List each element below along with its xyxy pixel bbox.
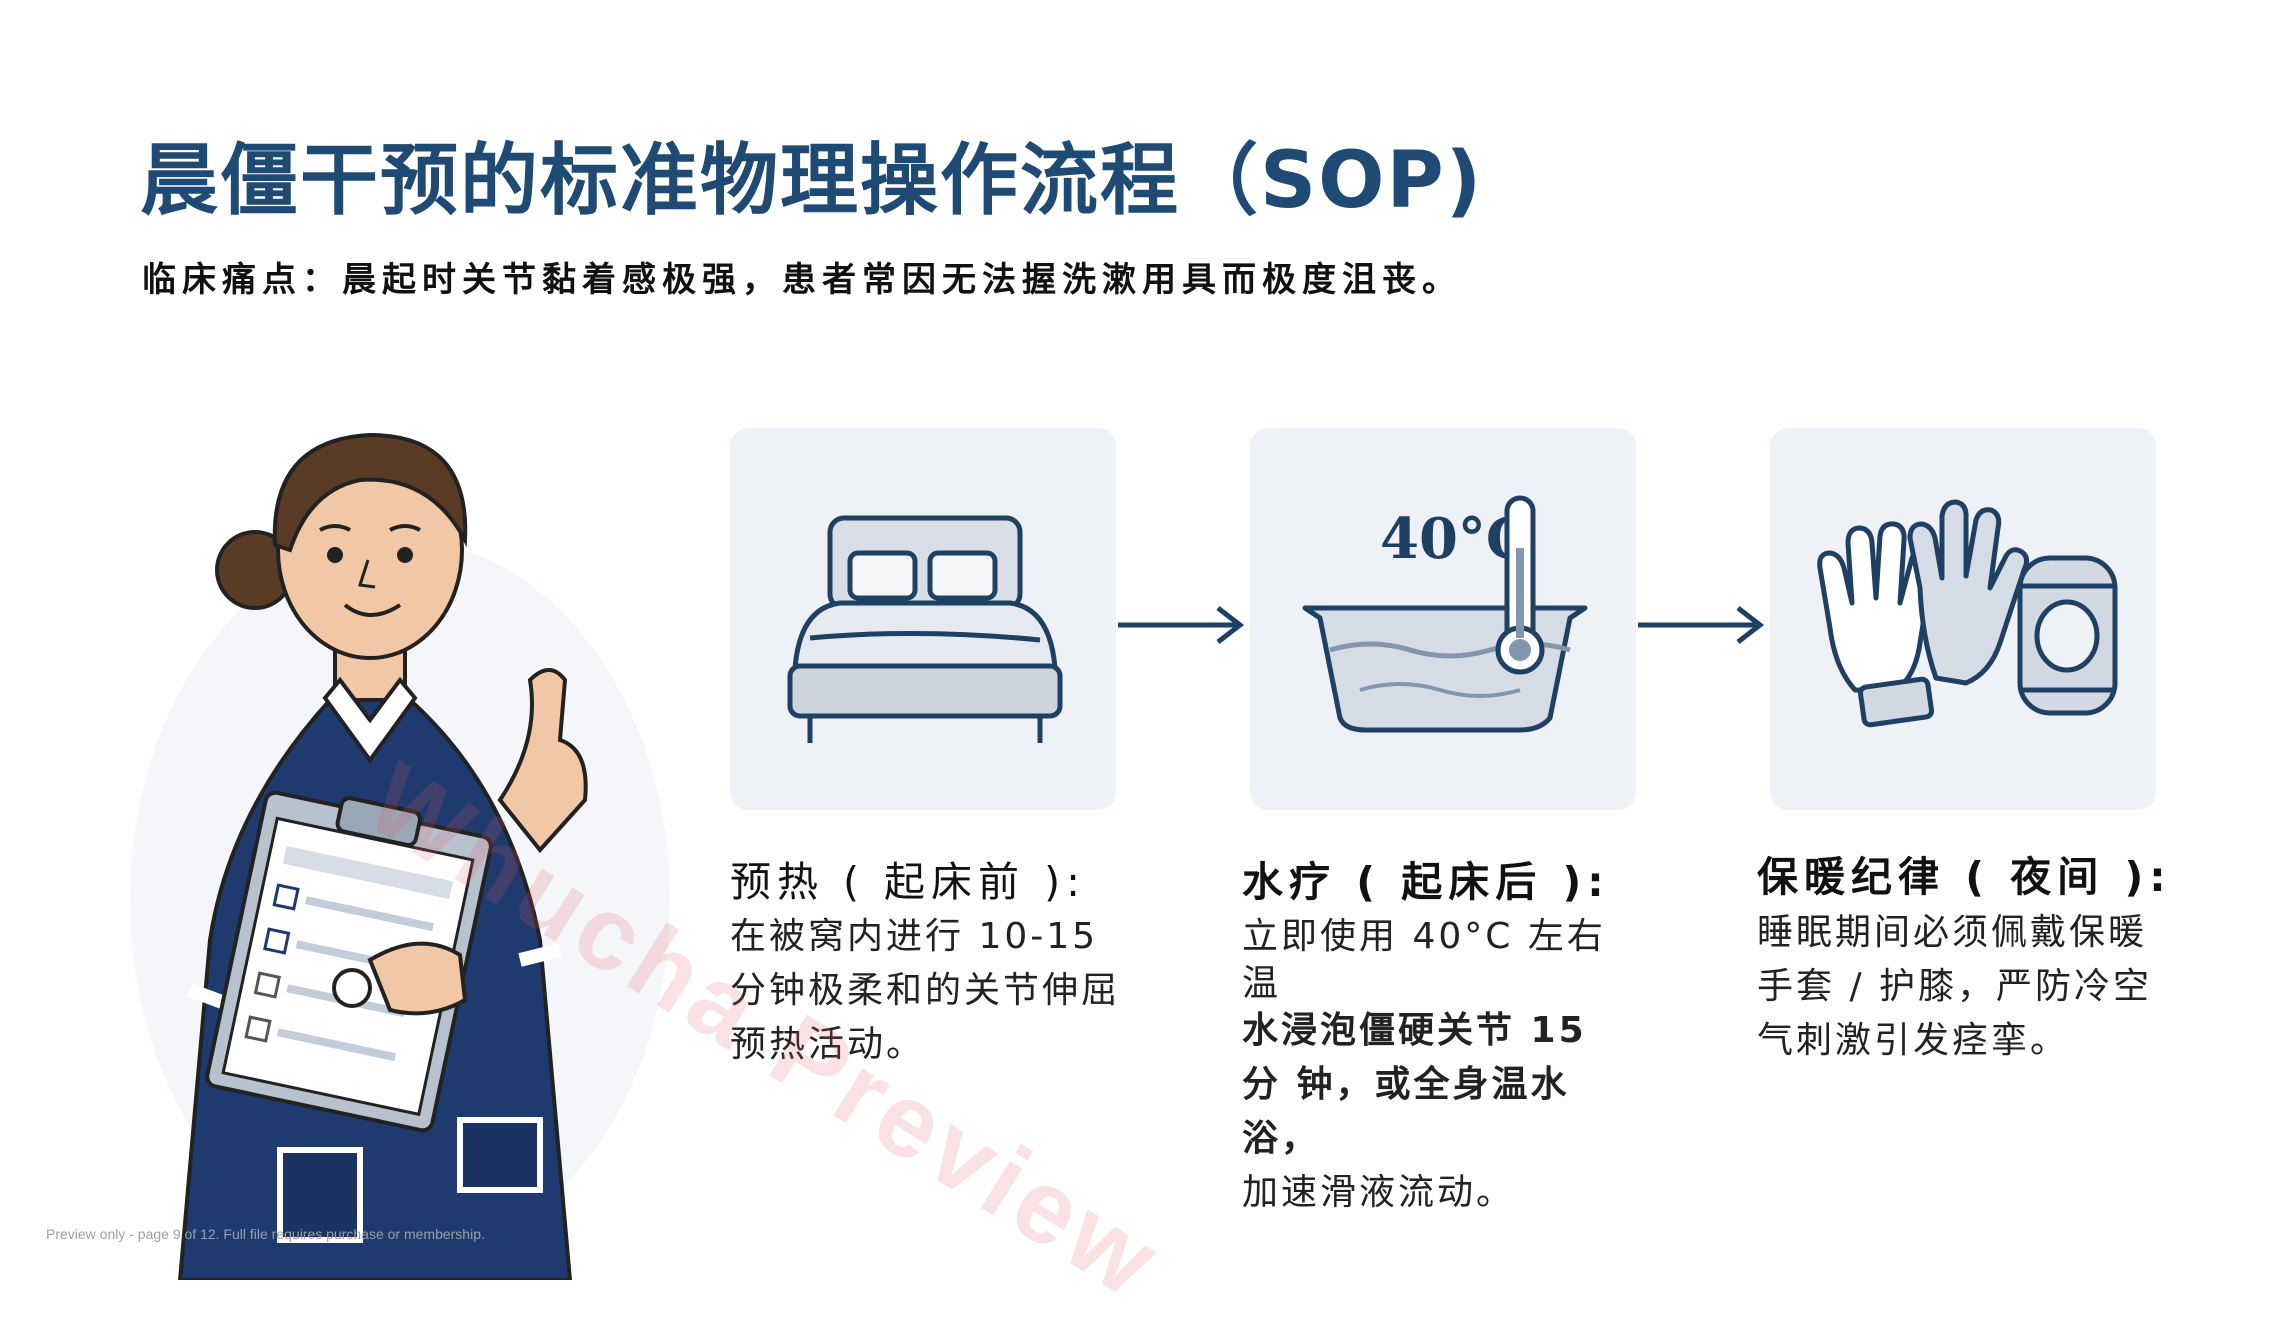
step-line: 温 — [1242, 963, 1282, 1004]
arrow-icon — [1638, 600, 1768, 650]
step-line: 睡眠期间必须佩戴保暖 — [1757, 912, 2148, 953]
page-title: 晨僵干预的标准物理操作流程（SOP) — [140, 136, 1484, 226]
warmth-card — [1770, 428, 2156, 810]
nurse-illustration — [120, 380, 680, 1282]
step-title-warmth: 保暖纪律 ( 夜间 ): — [1757, 853, 2172, 901]
step-body-warmth: 睡眠期间必须佩戴保暖 手套 / 护膝，严防冷空 气刺激引发痉挛。 — [1757, 906, 2177, 1068]
step-line: 在被窝内进行 10-15 — [730, 916, 1099, 957]
step-line: 预热活动。 — [730, 1024, 926, 1065]
basin-thermometer-icon: 40°C — [1302, 495, 1588, 733]
step-title-hydrotherapy: 水疗 ( 起床后 ): — [1242, 858, 1610, 906]
step-line: 手套 / 护膝，严防冷空 — [1757, 966, 2153, 1007]
footer-note: Preview only - page 9 of 12. Full file r… — [46, 1226, 485, 1242]
arrow-icon — [1118, 600, 1248, 650]
step-line-bold: 分 钟，或全身温水浴， — [1242, 1064, 1570, 1159]
step-body-preheat: 在被窝内进行 10-15 分钟极柔和的关节伸屈 预热活动。 — [730, 910, 1130, 1072]
gloves-kneepad-icon — [1817, 499, 2118, 728]
step-line: 立即使用 40°C 左右 — [1242, 916, 1606, 957]
bed-icon — [787, 515, 1063, 743]
step-title-preheat: 预热 ( 起床前 ): — [730, 858, 1086, 906]
step-line-bold: 水浸泡僵硬关节 15 — [1242, 1010, 1587, 1051]
step-body-hydrotherapy: 立即使用 40°C 左右 温 水浸泡僵硬关节 15 分 钟，或全身温水浴， 加速… — [1242, 910, 1642, 1220]
step-line: 分钟极柔和的关节伸屈 — [730, 970, 1121, 1011]
page-subtitle: 临床痛点：晨起时关节黏着感极强，患者常因无法握洗漱用具而极度沮丧。 — [142, 260, 1462, 300]
preheat-card — [730, 428, 1116, 810]
step-line: 加速滑液流动。 — [1242, 1172, 1516, 1213]
hydrotherapy-card: 40°C — [1250, 428, 1636, 810]
step-line: 气刺激引发痉挛。 — [1757, 1020, 2070, 1061]
